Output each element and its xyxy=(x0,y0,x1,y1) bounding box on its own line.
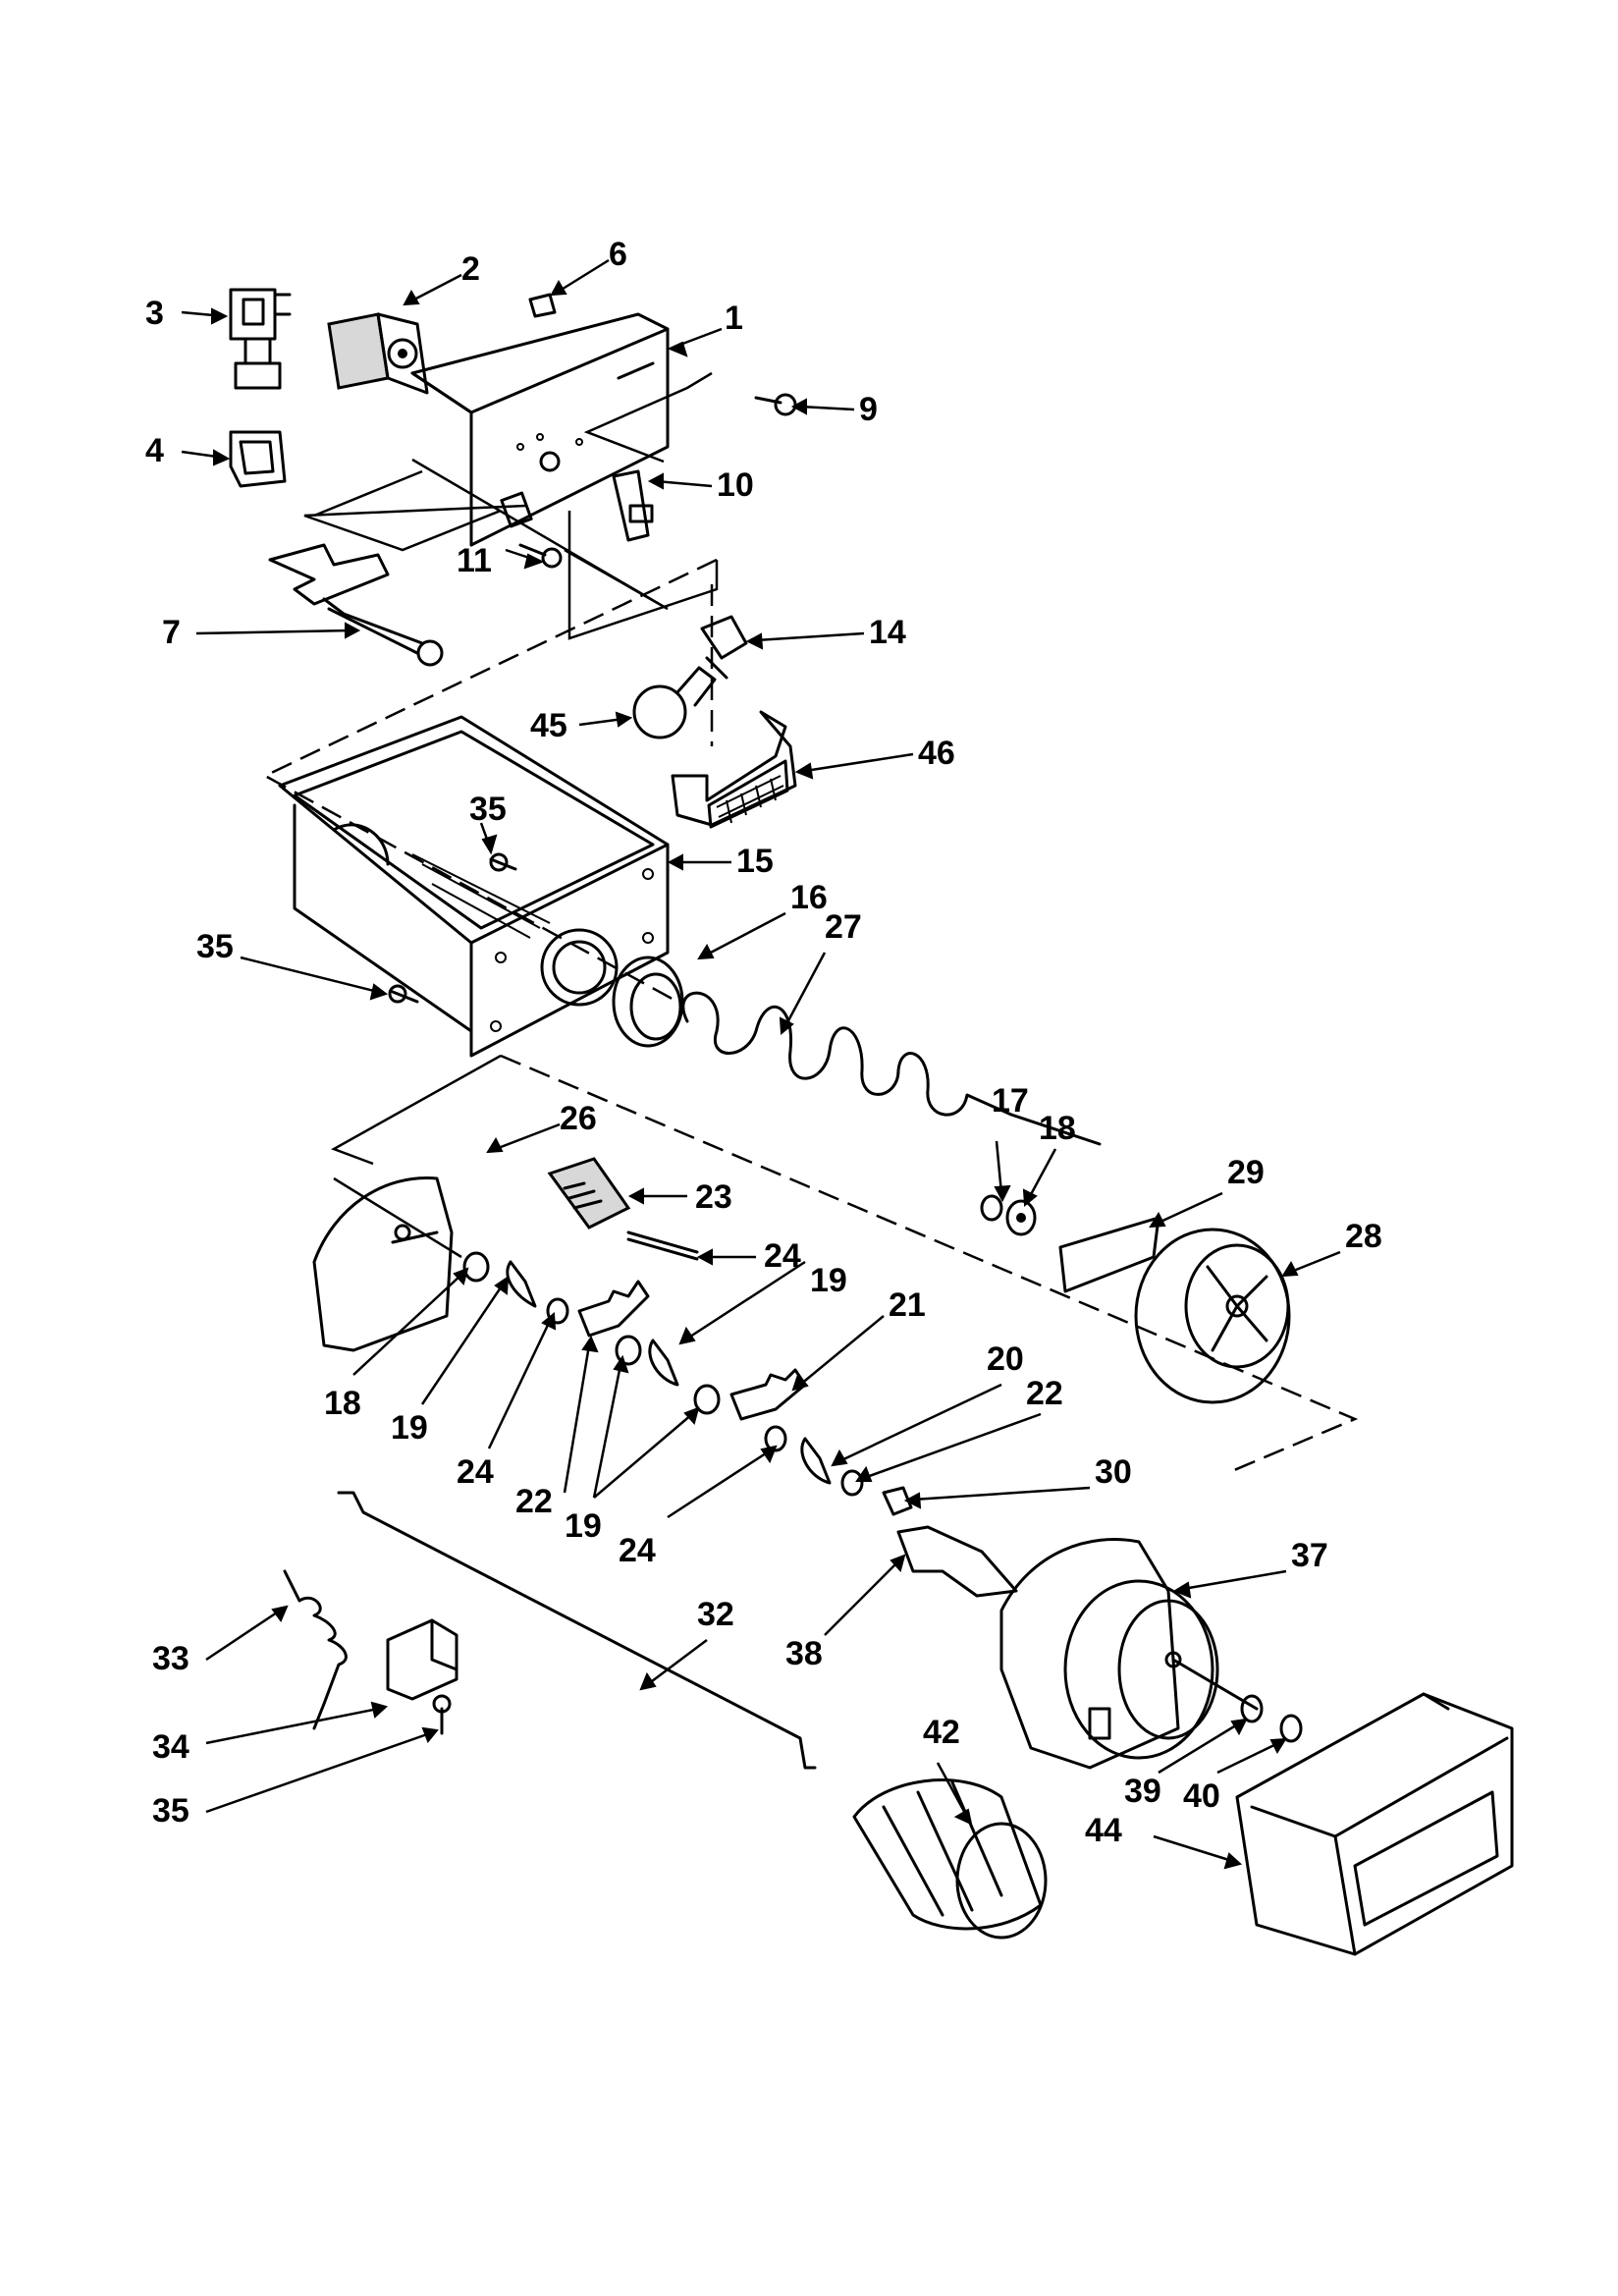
callout-19-mid: 24 xyxy=(619,1532,656,1569)
part-20-blade xyxy=(506,1260,537,1308)
part-39-washer xyxy=(1240,1694,1264,1723)
callout-16: 17 xyxy=(992,1082,1029,1120)
part-26-shaft xyxy=(626,1230,699,1261)
part-10-screw xyxy=(518,543,563,569)
callout-24-left: 22 xyxy=(515,1483,553,1520)
callout-35-top: 35 xyxy=(469,791,507,828)
callout-21: 19 xyxy=(810,1262,847,1299)
part-4-bracket xyxy=(229,430,287,488)
part-9-clip xyxy=(612,469,654,542)
part-24-cutter-b xyxy=(729,1368,807,1421)
part-35-screw-a xyxy=(489,852,517,872)
callout-26: 24 xyxy=(764,1237,801,1275)
callout-18-mid: 19 xyxy=(565,1507,602,1545)
part-1-control-box xyxy=(410,312,670,547)
callout-27: 27 xyxy=(825,908,862,946)
part-6-clip xyxy=(528,293,557,318)
callout-38: 38 xyxy=(785,1635,823,1672)
part-2-motor xyxy=(327,312,429,395)
callout-24-right: 21 xyxy=(889,1286,926,1324)
callout-6: 6 xyxy=(609,236,627,273)
part-46-grille-cover xyxy=(671,710,797,829)
part-22-blade xyxy=(800,1437,832,1485)
callout-1: 1 xyxy=(725,300,743,337)
part-21-blade xyxy=(648,1339,679,1387)
part-7-wire-harness xyxy=(268,543,444,667)
callout-29: 29 xyxy=(1227,1154,1265,1191)
part-16-washer xyxy=(980,1194,1003,1222)
part-40-washer xyxy=(1279,1714,1303,1743)
part-18-spacer-b xyxy=(615,1335,642,1366)
part-35-screw-c xyxy=(432,1694,452,1735)
part-29-plate xyxy=(1058,1216,1160,1293)
part-31-nut xyxy=(882,1486,913,1516)
part-18-spacer-a xyxy=(462,1251,490,1283)
callout-3: 3 xyxy=(145,295,164,332)
part-27-auger xyxy=(681,991,1102,1146)
callout-45: 45 xyxy=(530,707,567,744)
callout-42: 42 xyxy=(923,1714,960,1751)
callout-11: 14 xyxy=(869,614,906,651)
blade-stack xyxy=(462,1251,913,1516)
callout-44: 44 xyxy=(1085,1812,1122,1849)
callout-22: 20 xyxy=(987,1340,1024,1378)
part-38-lever xyxy=(896,1525,1018,1598)
callout-25: 23 xyxy=(695,1178,732,1216)
callout-9: 10 xyxy=(717,466,754,504)
assembly-guide-lines xyxy=(262,371,1359,1475)
part-14-ice-housing xyxy=(278,715,670,1058)
callout-10: 11 xyxy=(457,542,492,579)
part-23-washer xyxy=(840,1469,864,1497)
part-18-spacer-c xyxy=(693,1384,721,1415)
callout-2: 2 xyxy=(461,250,480,288)
callout-7: 7 xyxy=(162,614,181,651)
callout-30: 26 xyxy=(560,1100,597,1137)
part-8-screw xyxy=(754,393,797,416)
part-35-screw-b xyxy=(388,984,419,1004)
callout-34: 34 xyxy=(152,1728,189,1766)
part-45-bulb xyxy=(632,666,717,739)
callout-17: 18 xyxy=(1039,1110,1076,1147)
callout-35-mid: 35 xyxy=(196,928,234,965)
part-32-rod xyxy=(337,1491,817,1770)
part-17-washer xyxy=(1005,1199,1037,1236)
callout-20: 19 xyxy=(391,1409,428,1447)
callout-18-left: 18 xyxy=(324,1385,361,1422)
part-11-lamp-socket xyxy=(700,615,748,680)
part-44-spout-housing xyxy=(1235,1692,1514,1956)
part-15-bushing xyxy=(612,956,684,1048)
callout-labels: 3 2 6 1 4 9 10 11 7 14 45 46 35 15 16 27… xyxy=(145,236,1382,1849)
part-30-end-plate xyxy=(312,1176,454,1352)
callout-39: 39 xyxy=(1124,1773,1161,1810)
callout-46: 46 xyxy=(918,735,955,772)
part-19-washer-b xyxy=(764,1425,787,1452)
callout-33: 33 xyxy=(152,1640,189,1677)
callout-23: 22 xyxy=(1026,1375,1063,1412)
part-42-chute xyxy=(852,1778,1048,1940)
leader-arrows xyxy=(181,258,1341,1870)
part-33-spring xyxy=(283,1569,348,1730)
callout-32: 32 xyxy=(697,1596,734,1633)
part-37-motor-housing xyxy=(999,1538,1259,1770)
callout-4: 4 xyxy=(145,432,164,469)
callout-15: 16 xyxy=(790,879,828,916)
callout-35-bottom: 35 xyxy=(152,1792,189,1830)
callout-14: 15 xyxy=(736,843,774,880)
part-3-solenoid xyxy=(229,288,292,390)
part-24-cutter-a xyxy=(577,1280,650,1338)
callout-31: 30 xyxy=(1095,1453,1132,1491)
callout-28: 28 xyxy=(1345,1218,1382,1255)
callout-8: 9 xyxy=(859,391,878,428)
callout-37: 37 xyxy=(1291,1537,1328,1574)
callout-40: 40 xyxy=(1183,1777,1220,1815)
part-34-clip xyxy=(386,1618,458,1701)
callout-19-left: 24 xyxy=(457,1453,494,1491)
part-19-washer-a xyxy=(546,1297,569,1325)
part-28-impeller xyxy=(1134,1228,1291,1404)
part-25-blade-holder xyxy=(547,1157,631,1230)
